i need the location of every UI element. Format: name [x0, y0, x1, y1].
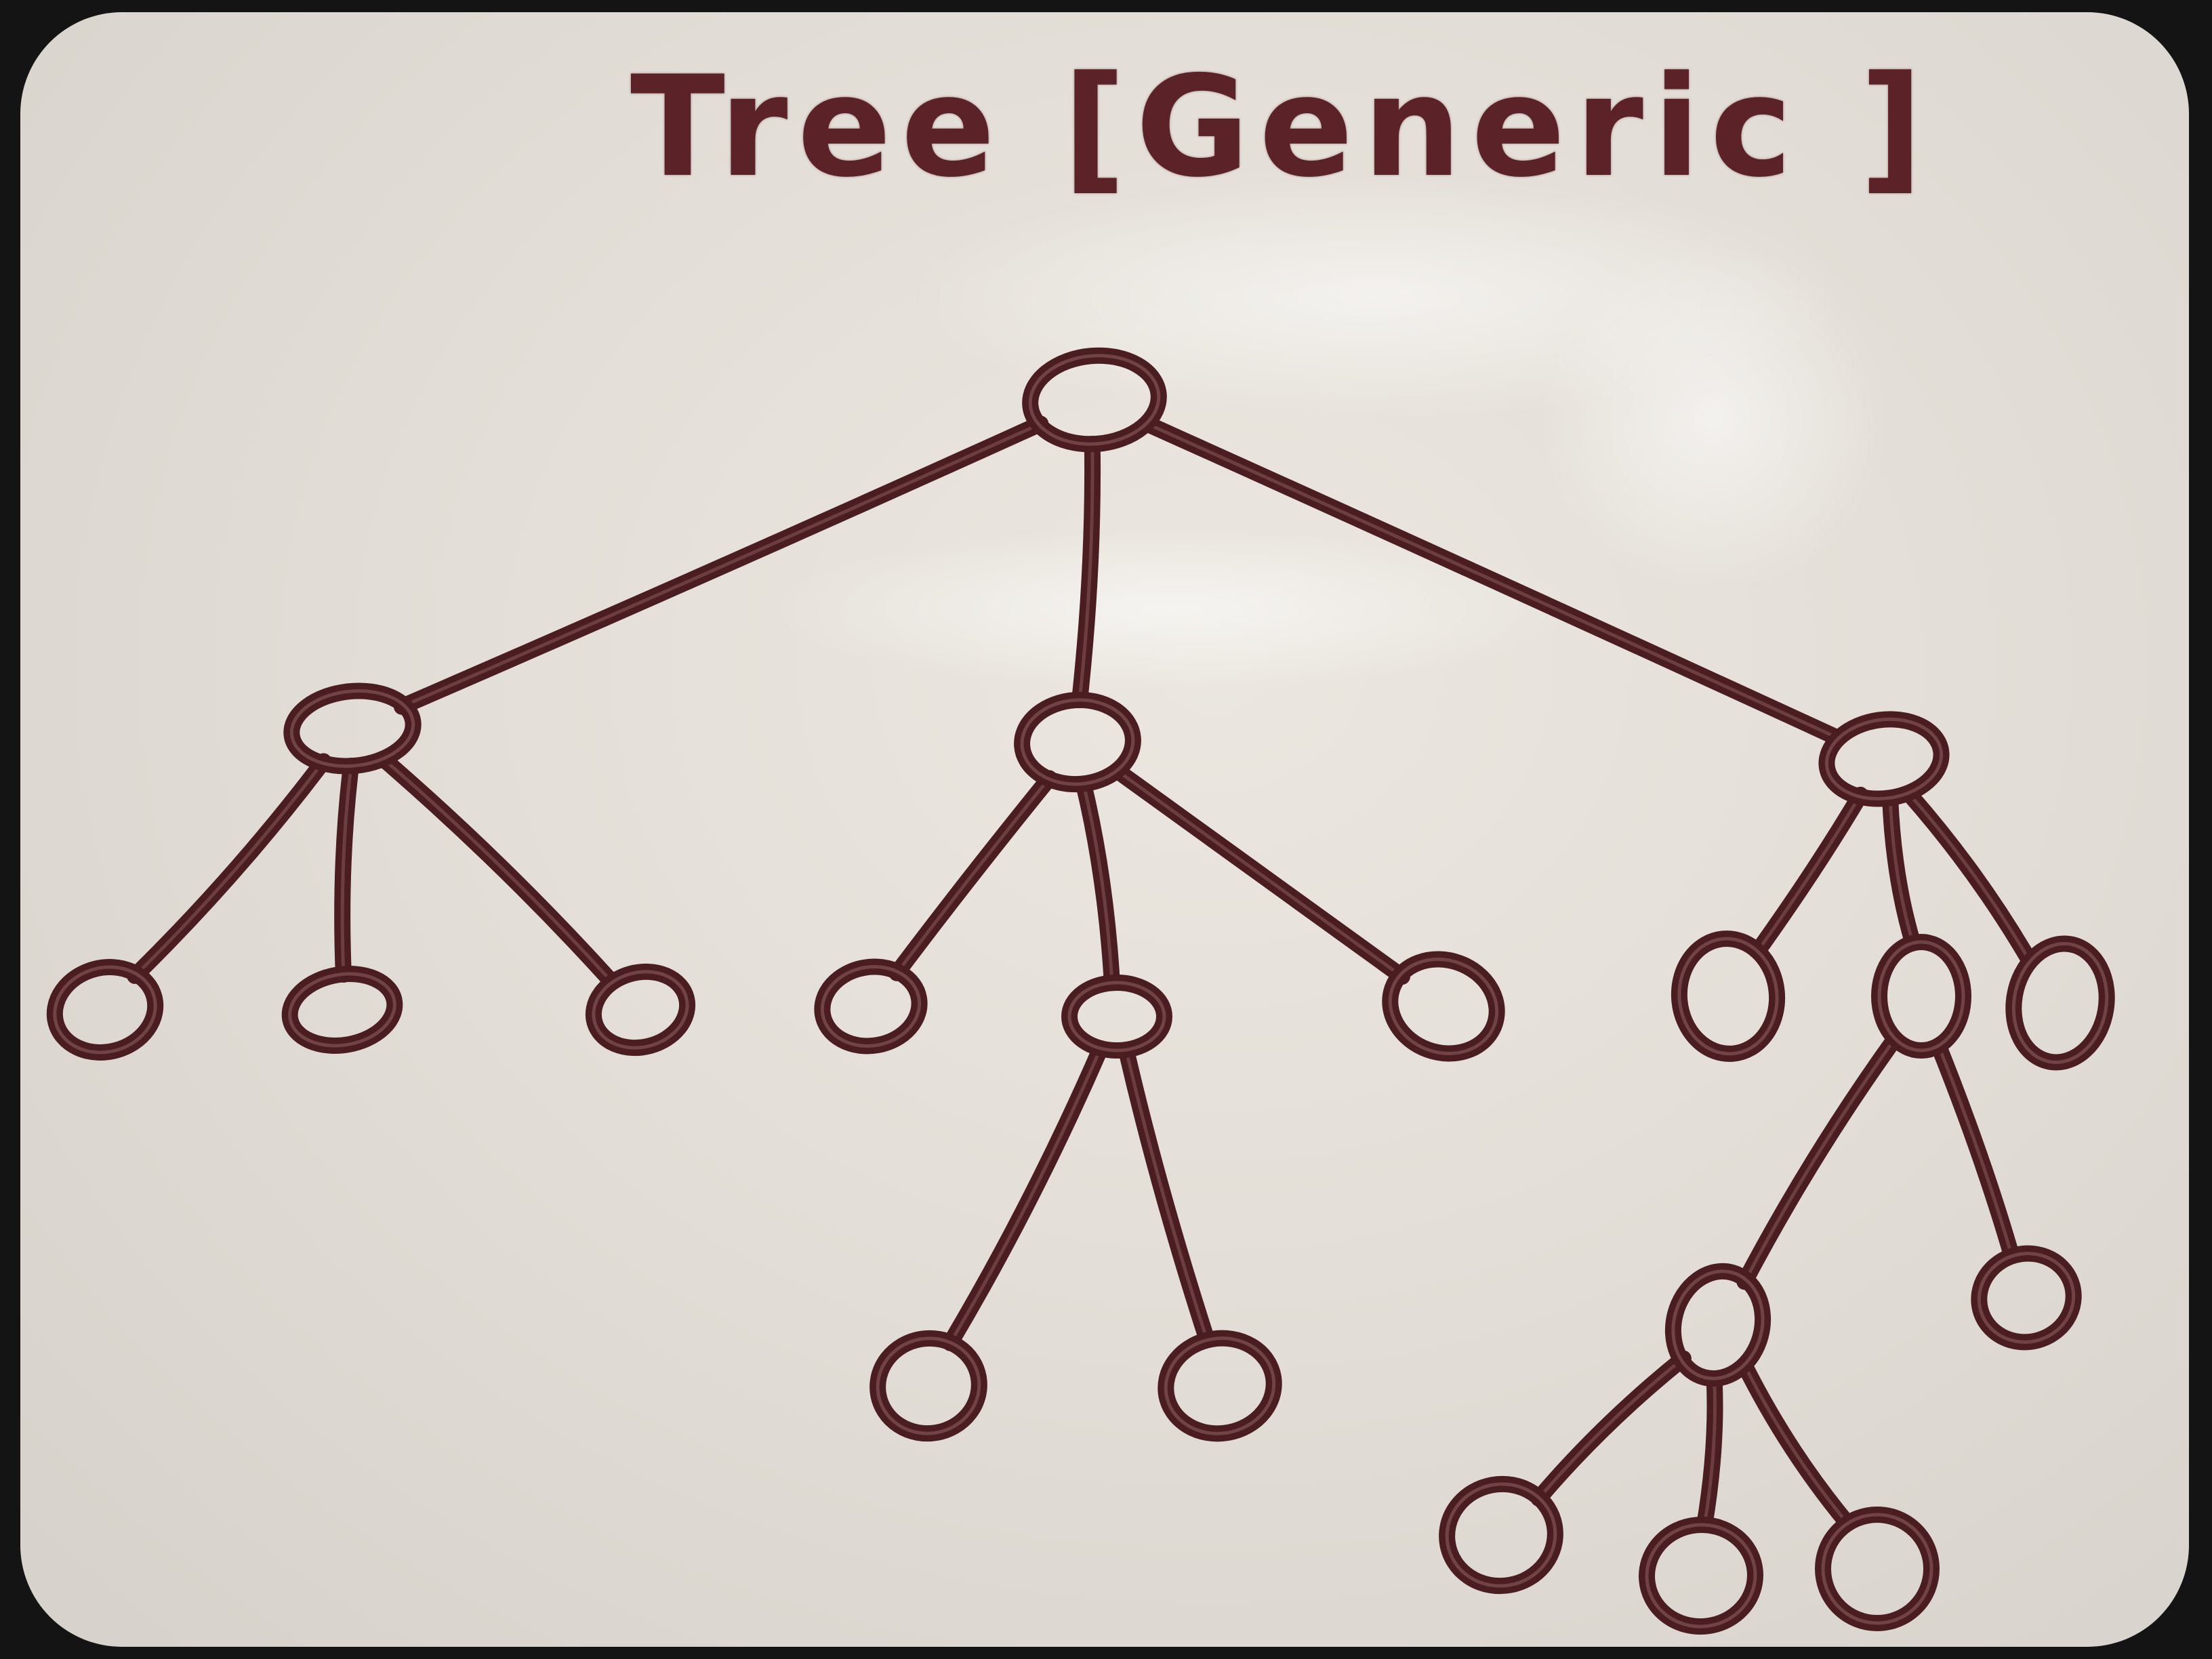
- node-highlight-right-leaf-2: [2011, 942, 2109, 1064]
- edge-highlight-right-child-to-right-inner: [1888, 796, 1915, 945]
- node-highlight-left-leaf-2: [288, 972, 396, 1048]
- edge-left-child-to-left-leaf-1: [127, 753, 332, 984]
- edge-highlight-middle-inner-to-middle-inner-leaf-2: [1124, 1048, 1209, 1342]
- edge-highlight-root-to-right-child: [1146, 422, 1838, 739]
- edge-highlight-middle-child-to-middle-leaf-2: [1115, 769, 1404, 979]
- diagram-title: Tree [Generic ]: [630, 47, 1933, 208]
- edge-highlight-middle-child-to-middle-leaf-1: [895, 776, 1051, 975]
- node-highlight-middle-leaf-2: [1388, 957, 1499, 1056]
- node-middle-leaf-1: [814, 958, 928, 1054]
- node-left-child: [283, 682, 422, 775]
- edge-highlight-root-to-left-child: [400, 422, 1042, 709]
- node-highlight-right-inner-inner: [1671, 1269, 1765, 1380]
- node-highlight-right-inner-leaf: [1977, 1252, 2076, 1344]
- edge-highlight-left-child-to-left-leaf-1: [133, 759, 325, 978]
- node-highlight-middle-inner-leaf-1: [876, 1336, 981, 1435]
- node-left-leaf-2: [281, 966, 403, 1054]
- node-right-child: [1818, 711, 1950, 807]
- edge-highlight-left-child-to-left-leaf-3: [383, 758, 613, 983]
- node-deep-leaf-1: [1439, 1475, 1563, 1595]
- node-middle-child: [1014, 691, 1141, 793]
- node-highlight-left-leaf-1: [53, 965, 157, 1054]
- node-highlight-deep-leaf-1: [1445, 1482, 1557, 1588]
- node-middle-inner-leaf-2: [1158, 1330, 1282, 1442]
- edge-left-child-to-left-leaf-3: [376, 752, 619, 989]
- node-highlight-middle-inner-leaf-2: [1164, 1336, 1276, 1435]
- node-right-inner-leaf: [1971, 1245, 2082, 1351]
- node-highlight-middle-leaf-1: [820, 965, 922, 1048]
- edge-highlight-right-inner-inner-to-deep-leaf-3: [1744, 1365, 1849, 1525]
- edge-right-inner-inner-to-deep-leaf-3: [1737, 1359, 1856, 1532]
- node-highlight-right-child: [1824, 717, 1944, 801]
- edge-highlight-middle-inner-to-middle-inner-leaf-1: [948, 1046, 1103, 1345]
- edge-highlight-right-inner-inner-to-deep-leaf-2: [1702, 1377, 1717, 1527]
- edge-highlight-left-child-to-left-leaf-2: [340, 764, 353, 977]
- edge-right-inner-to-right-inner-inner: [1736, 1030, 1904, 1290]
- edge-highlight-right-child-to-right-leaf-2: [1908, 792, 2031, 962]
- nodes-layer: [46, 347, 2115, 1635]
- node-deep-leaf-2: [1639, 1516, 1763, 1635]
- node-highlight-deep-leaf-2: [1645, 1523, 1757, 1629]
- edge-highlight-right-child-to-right-leaf-1: [1756, 793, 1862, 953]
- node-highlight-left-child: [289, 689, 415, 769]
- edge-highlight-middle-child-to-middle-inner: [1082, 782, 1114, 985]
- node-highlight-right-inner: [1877, 940, 1965, 1052]
- edge-highlight-root-to-middle-child: [1078, 442, 1094, 702]
- node-root: [1022, 347, 1167, 453]
- node-highlight-root: [1028, 354, 1161, 446]
- edge-middle-child-to-middle-inner: [1075, 775, 1120, 991]
- edge-highlight-right-inner-inner-to-deep-leaf-1: [1537, 1357, 1685, 1500]
- edge-highlight-right-inner-to-right-inner-inner: [1742, 1037, 1897, 1284]
- node-middle-inner-leaf-1: [869, 1330, 987, 1442]
- node-right-leaf-1: [1671, 930, 1786, 1062]
- edge-highlight-right-inner-to-right-inner-leaf: [1936, 1044, 2013, 1258]
- node-left-leaf-1: [46, 959, 164, 1061]
- node-highlight-right-leaf-1: [1677, 937, 1779, 1056]
- node-highlight-middle-inner: [1067, 981, 1166, 1052]
- edge-middle-inner-to-middle-inner-leaf-1: [942, 1040, 1109, 1351]
- edges-layer: [127, 415, 2037, 1534]
- node-highlight-middle-child: [1020, 698, 1135, 786]
- node-highlight-left-leaf-3: [592, 970, 689, 1050]
- edge-right-child-to-right-inner: [1882, 790, 1921, 951]
- edge-right-inner-inner-to-deep-leaf-1: [1530, 1350, 1692, 1507]
- node-highlight-deep-leaf-3: [1821, 1513, 1933, 1625]
- node-right-inner-inner: [1664, 1263, 1771, 1387]
